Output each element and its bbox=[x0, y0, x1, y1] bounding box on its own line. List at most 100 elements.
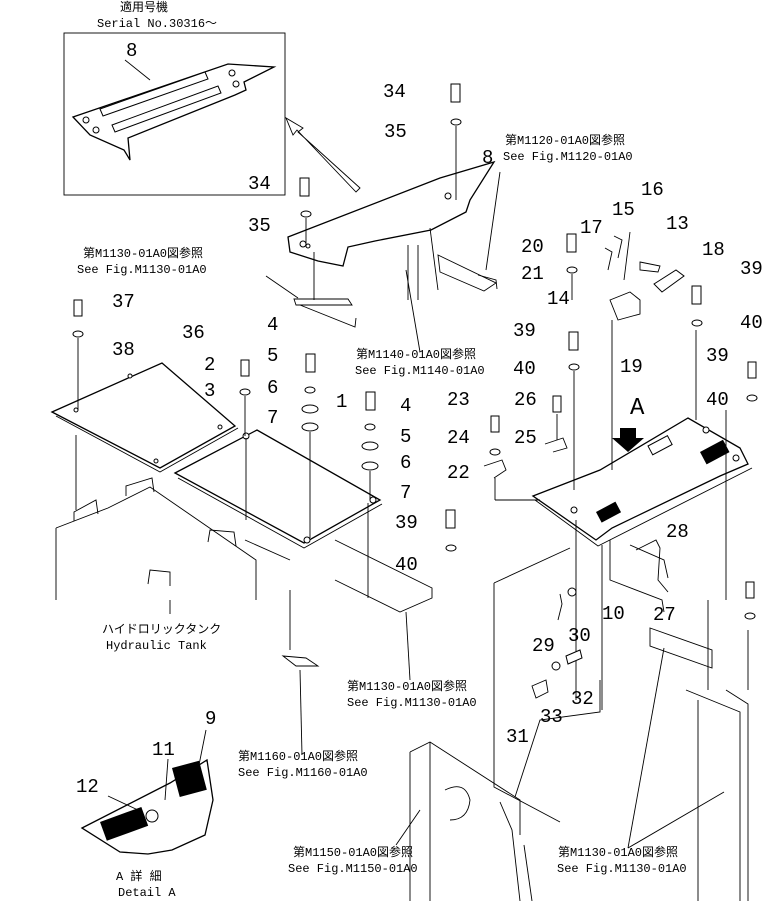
callout: 33 bbox=[540, 706, 563, 728]
detail-vent bbox=[100, 806, 149, 841]
bracket bbox=[477, 274, 498, 290]
bolt bbox=[240, 359, 250, 377]
lower-frame bbox=[409, 741, 533, 902]
plate-edge bbox=[55, 415, 239, 473]
bolt bbox=[568, 331, 579, 351]
washer bbox=[364, 423, 376, 431]
callout: 15 bbox=[612, 199, 635, 221]
bolt-hole bbox=[444, 192, 452, 200]
support bbox=[493, 547, 571, 584]
ref-en: See Fig.M1130-01A0 bbox=[557, 862, 687, 876]
frame bbox=[499, 801, 521, 902]
part-15 bbox=[613, 235, 623, 259]
callout: 30 bbox=[568, 625, 591, 647]
callout: 27 bbox=[653, 604, 676, 626]
plate-1 bbox=[173, 429, 383, 549]
washer bbox=[361, 461, 379, 471]
ref-en: See Fig.M1130-01A0 bbox=[347, 696, 477, 710]
bolt-hole bbox=[305, 243, 311, 249]
serial-en: Serial No.30316〜 bbox=[97, 17, 217, 31]
washer bbox=[304, 386, 316, 394]
callout: 40 bbox=[706, 389, 729, 411]
washer bbox=[566, 266, 578, 274]
callout: 19 bbox=[620, 356, 643, 378]
rail bbox=[649, 627, 713, 669]
callout: 21 bbox=[521, 263, 544, 285]
leader bbox=[485, 171, 501, 271]
callout: 5 bbox=[267, 345, 278, 367]
washer bbox=[72, 330, 84, 338]
leader bbox=[107, 795, 139, 811]
plate bbox=[173, 429, 382, 544]
support bbox=[629, 544, 669, 579]
inset-slot bbox=[99, 71, 209, 117]
plate bbox=[50, 362, 237, 469]
bolt bbox=[490, 415, 500, 433]
leader bbox=[299, 669, 303, 756]
washer bbox=[744, 612, 756, 620]
detail-a bbox=[80, 729, 214, 855]
part-17 bbox=[604, 247, 613, 271]
callout: 28 bbox=[666, 521, 689, 543]
dash-line bbox=[244, 539, 291, 561]
callout: 23 bbox=[447, 389, 470, 411]
callout: 34 bbox=[383, 81, 406, 103]
frame bbox=[409, 741, 521, 835]
vent bbox=[647, 434, 673, 456]
bolt-hole bbox=[702, 426, 710, 434]
plate-8 bbox=[287, 160, 496, 267]
ref-en: See Fig.M1130-01A0 bbox=[77, 263, 207, 277]
callout: 1 bbox=[336, 391, 347, 413]
ref-jp: 第M1130-01A0図参照 bbox=[558, 844, 678, 860]
tank-fitting bbox=[73, 499, 99, 521]
bolt bbox=[691, 285, 702, 305]
detail-label-en: Detail A bbox=[118, 886, 176, 900]
bolt-hole bbox=[303, 536, 311, 544]
inset-hole bbox=[82, 116, 90, 124]
ref-jp: 第M1130-01A0図参照 bbox=[83, 245, 203, 261]
nut-33 bbox=[551, 661, 561, 671]
inset-slot bbox=[111, 85, 222, 133]
leader bbox=[627, 791, 725, 849]
callout: 39 bbox=[395, 512, 418, 534]
rail bbox=[334, 539, 433, 613]
callout: 2 bbox=[204, 354, 215, 376]
leader bbox=[164, 758, 169, 801]
leader bbox=[197, 729, 207, 771]
bracket bbox=[293, 298, 353, 306]
hardware bbox=[72, 83, 758, 699]
callout: 37 bbox=[112, 291, 135, 313]
bolt-hole bbox=[732, 454, 740, 462]
leader bbox=[627, 647, 665, 849]
rail bbox=[281, 655, 320, 667]
callout: 13 bbox=[666, 213, 689, 235]
bracket bbox=[299, 304, 357, 328]
callout: 4 bbox=[400, 395, 411, 417]
bolt-hole bbox=[73, 407, 79, 413]
hydraulic-tank bbox=[55, 435, 291, 650]
bolt-hole bbox=[570, 506, 578, 514]
leader bbox=[265, 275, 299, 299]
washer bbox=[300, 210, 312, 218]
inset-frame bbox=[63, 32, 286, 196]
callout: 35 bbox=[248, 215, 271, 237]
part-16 bbox=[623, 231, 631, 281]
callout: 40 bbox=[395, 554, 418, 576]
callout: 7 bbox=[400, 482, 411, 504]
leader bbox=[124, 59, 151, 81]
callout: 26 bbox=[514, 389, 537, 411]
support bbox=[609, 540, 665, 613]
part-18 bbox=[653, 269, 685, 293]
support bbox=[514, 680, 601, 798]
bracket-25 bbox=[544, 437, 568, 453]
inset-plate-8 bbox=[71, 63, 277, 161]
callout: 6 bbox=[267, 377, 278, 399]
vent bbox=[596, 501, 622, 523]
detail-cap bbox=[145, 809, 159, 823]
serial-jp: 適用号機 bbox=[120, 0, 168, 15]
inset-hole bbox=[92, 126, 100, 134]
leader bbox=[405, 611, 411, 681]
leader bbox=[405, 269, 421, 353]
ref-en: See Fig.M1150-01A0 bbox=[288, 862, 418, 876]
